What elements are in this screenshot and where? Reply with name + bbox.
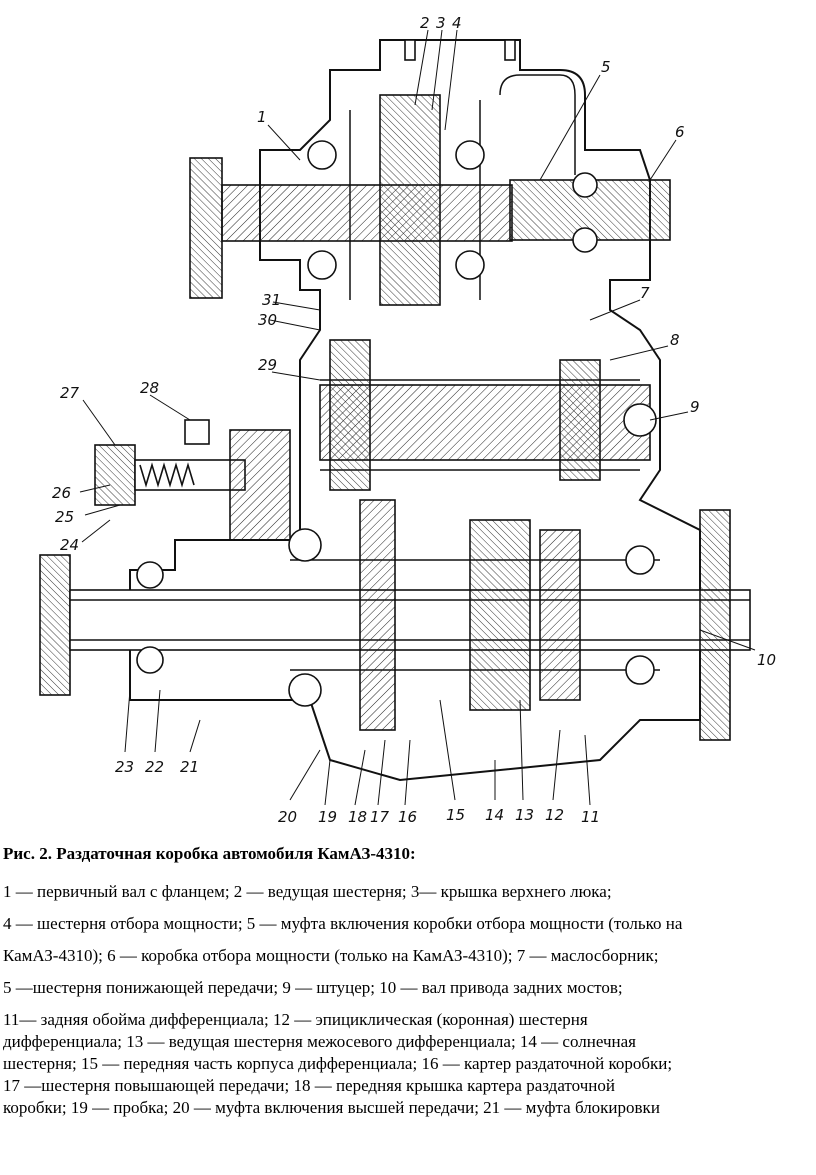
caption-line: 5 —шестерня понижающей передачи; 9 — шту… xyxy=(3,978,623,997)
callout-27: 27 xyxy=(60,384,80,402)
callout-6: 6 xyxy=(675,123,685,141)
callout-18: 18 xyxy=(348,808,367,826)
callout-12: 12 xyxy=(545,806,564,824)
callout-21: 21 xyxy=(180,758,199,776)
callout-26: 26 xyxy=(52,484,71,502)
callout-4: 4 xyxy=(452,14,462,32)
callout-15: 15 xyxy=(446,806,465,824)
callout-7: 7 xyxy=(640,284,650,302)
callout-30: 30 xyxy=(258,311,277,329)
callout-17: 17 xyxy=(370,808,390,826)
callout-10: 10 xyxy=(757,651,776,669)
caption-line: коробки; 19 — пробка; 20 — муфта включен… xyxy=(3,1098,660,1117)
callout-24: 24 xyxy=(60,536,79,554)
callout-5: 5 xyxy=(601,58,611,76)
callout-2: 2 xyxy=(420,14,430,32)
figure-caption: Рис. 2. Раздаточная коробка автомобиля К… xyxy=(3,844,815,1119)
callout-28: 28 xyxy=(140,379,159,397)
transfer-case-drawing: 1 2 3 4 5 6 7 8 9 10 11 12 13 14 15 16 1… xyxy=(39,14,776,826)
callout-13: 13 xyxy=(515,806,534,824)
callout-19: 19 xyxy=(318,808,337,826)
callout-29: 29 xyxy=(258,356,277,374)
callout-23: 23 xyxy=(115,758,134,776)
callout-8: 8 xyxy=(670,331,680,349)
callout-1: 1 xyxy=(257,108,267,126)
callout-16: 16 xyxy=(398,808,417,826)
callout-31: 31 xyxy=(262,291,281,309)
caption-line: шестерня; 15 — передняя часть корпуса ди… xyxy=(3,1054,673,1073)
callout-3: 3 xyxy=(436,14,446,32)
caption-line: 11— задняя обойма дифференциала; 12 — эп… xyxy=(3,1010,588,1029)
caption-title: Рис. 2. Раздаточная коробка автомобиля К… xyxy=(3,844,416,863)
callout-25: 25 xyxy=(55,508,74,526)
caption-line: 1 — первичный вал с фланцем; 2 — ведущая… xyxy=(3,882,612,901)
callout-9: 9 xyxy=(690,398,700,416)
callout-20: 20 xyxy=(278,808,297,826)
caption-line: 4 — шестерня отбора мощности; 5 — муфта … xyxy=(3,914,683,933)
callout-22: 22 xyxy=(145,758,164,776)
caption-line: дифференциала; 13 — ведущая шестерня меж… xyxy=(3,1032,636,1051)
callout-11: 11 xyxy=(581,808,600,826)
caption-line: КамАЗ-4310); 6 — коробка отбора мощности… xyxy=(3,946,659,965)
callout-14: 14 xyxy=(485,806,504,824)
caption-line: 17 —шестерня повышающей передачи; 18 — п… xyxy=(3,1076,615,1095)
